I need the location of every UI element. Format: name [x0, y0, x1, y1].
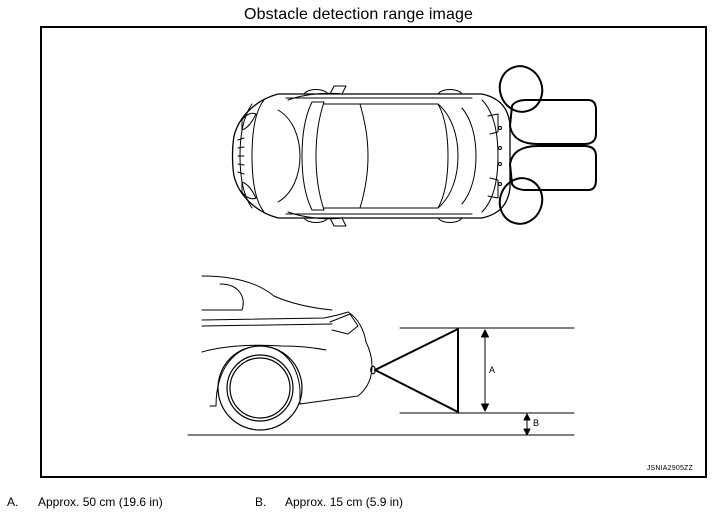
car-top-view — [231, 85, 511, 227]
legend: A. Approx. 50 cm (19.6 in) B. Approx. 15… — [0, 494, 717, 512]
legend-key-a: A. — [7, 495, 19, 509]
label-a: A — [489, 365, 495, 375]
figure-title: Obstacle detection range image — [244, 6, 473, 23]
mirror-right — [329, 217, 347, 227]
mirror-left — [329, 85, 347, 95]
legend-key-b: B. — [255, 495, 267, 509]
detection-range-side — [374, 327, 575, 414]
dimension-a-arrow — [481, 329, 489, 412]
windshield — [301, 101, 325, 211]
detection-zones-top — [498, 65, 597, 225]
taillight — [329, 313, 359, 335]
label-b: B — [533, 418, 539, 428]
headlight-left — [241, 112, 257, 131]
obstacle-detection-diagram: A B — [187, 65, 597, 436]
corner-zone-lower — [498, 177, 544, 225]
roof — [323, 103, 449, 209]
corner-zone-upper — [498, 65, 544, 113]
rear-window — [437, 103, 459, 209]
car-side-view — [201, 275, 376, 407]
diagram-frame: A B JSNIA2905ZZ — [40, 26, 707, 478]
headlight-right — [241, 181, 257, 200]
detection-triangle — [374, 328, 459, 413]
legend-text-a: Approx. 50 cm (19.6 in) — [38, 495, 163, 509]
dimension-b-arrow — [523, 413, 531, 436]
figure-code: JSNIA2905ZZ — [646, 465, 693, 472]
legend-text-b: Approx. 15 cm (5.9 in) — [285, 495, 404, 509]
center-zone-upper — [509, 99, 597, 145]
center-zone-lower — [509, 145, 597, 191]
rear-wheel — [217, 345, 303, 431]
car-body-outline — [231, 93, 511, 219]
